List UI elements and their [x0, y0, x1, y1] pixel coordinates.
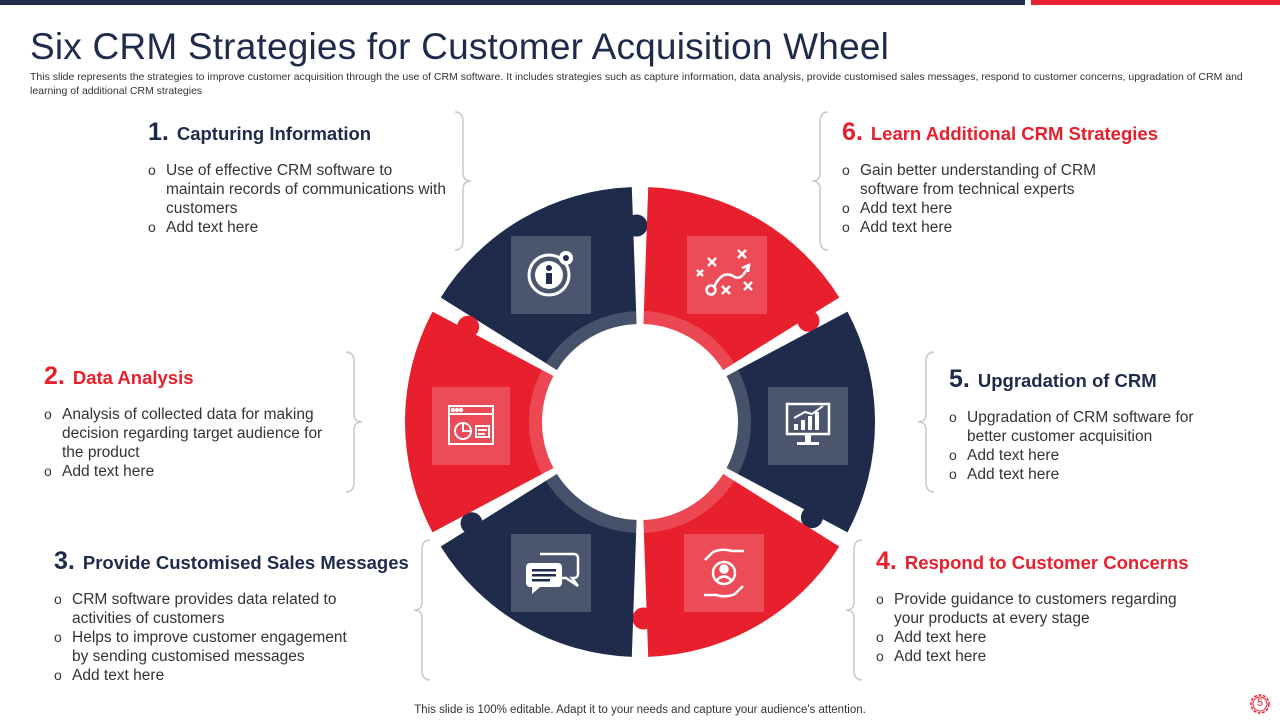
- strategy-4-number: 4.: [876, 547, 897, 575]
- tile-5: [768, 387, 848, 465]
- wheel-segment-5: [726, 311, 875, 533]
- wheel-connectors: [345, 111, 935, 681]
- wheel-segment-6: [643, 187, 840, 371]
- page-number-badge: 5: [1248, 692, 1272, 716]
- top-accent-bar-red: [1031, 0, 1280, 5]
- bracket-4: [845, 539, 863, 681]
- tile-2: [432, 387, 510, 465]
- tile-4: [684, 534, 764, 612]
- puzzle-knob-5: [800, 506, 823, 529]
- strategy-2-title: Data Analysis: [72, 367, 194, 388]
- top-accent-bar-navy: [0, 0, 1025, 5]
- wheel-segments: [405, 187, 875, 657]
- chat-bubbles-icon: [526, 552, 580, 594]
- bracket-2: [345, 351, 363, 493]
- puzzle-knob-2: [457, 315, 480, 338]
- strategy-1-title: Capturing Information: [176, 123, 372, 144]
- gear-icon: [1250, 694, 1270, 714]
- strategy-3-number: 3.: [54, 547, 75, 575]
- monitor-chart-icon: [785, 402, 831, 445]
- strategy-1-number: 1.: [148, 118, 169, 146]
- footer-note: This slide is 100% editable. Adapt it to…: [414, 704, 866, 716]
- strategy-4-title: Respond to Customer Concerns: [904, 552, 1189, 573]
- strategy-6-title: Learn Additional CRM Strategies: [870, 123, 1158, 144]
- page-number: 5: [1256, 697, 1264, 709]
- puzzle-knob-6: [797, 309, 820, 332]
- wheel-center: [552, 334, 728, 510]
- tile-1: [511, 236, 591, 314]
- slide-subtitle: This slide represents the strategies to …: [30, 71, 1243, 97]
- wheel-segment-2: [405, 311, 554, 533]
- wheel-segment-4: [643, 473, 840, 657]
- strategy-play-icon: [696, 249, 753, 296]
- analytics-dashboard-icon: [448, 405, 494, 445]
- puzzle-knob-1: [625, 214, 648, 237]
- wheel-inner-ring: [529, 311, 751, 533]
- puzzle-knob-4: [632, 607, 655, 630]
- customer-care-hands-icon: [704, 548, 744, 598]
- info-icon: [527, 251, 573, 297]
- strategy-6-number: 6.: [842, 118, 863, 146]
- puzzle-knob-3: [460, 512, 483, 535]
- strategy-2-number: 2.: [44, 362, 65, 390]
- bracket-6: [811, 111, 829, 251]
- tile-3: [511, 534, 591, 612]
- strategy-5-title: Upgradation of CRM: [977, 370, 1157, 391]
- strategy-3-title: Provide Customised Sales Messages: [82, 552, 409, 573]
- slide-title: Six CRM Strategies for Customer Acquisit…: [30, 26, 890, 67]
- tile-6: [687, 236, 767, 314]
- strategy-5-number: 5.: [949, 365, 970, 393]
- bracket-1: [454, 111, 472, 251]
- bracket-3: [413, 539, 431, 681]
- bracket-5: [917, 351, 935, 493]
